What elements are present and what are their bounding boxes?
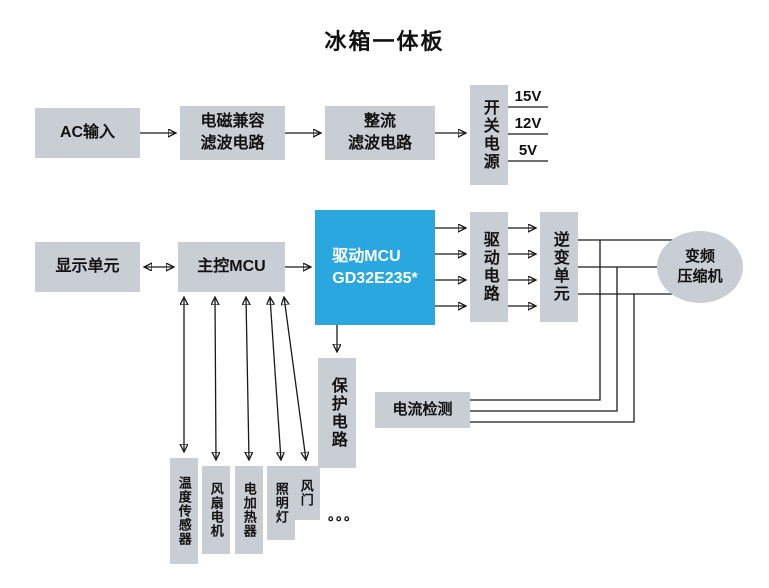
node-label: AC输入 <box>59 124 116 142</box>
node-label: 逆变单元 <box>550 231 568 303</box>
node-label-line2: 滤波电路 <box>200 135 265 152</box>
node-drive-circuit: 驱动电路 <box>470 212 508 322</box>
node-display-unit: 显示单元 <box>35 242 140 292</box>
node-heater: 电加热器 <box>235 466 263 554</box>
node-label-line1: 电磁兼容 <box>200 113 265 131</box>
node-switch-power: 开关电源 <box>470 85 508 185</box>
node-lamp: 照明灯 <box>267 466 295 540</box>
node-label: 驱动电路 <box>480 231 498 303</box>
node-damper: 风门 <box>292 466 320 520</box>
rail-15v-label: 15V <box>514 88 542 105</box>
node-label: 温度传感器 <box>176 476 192 546</box>
page-title: 冰箱一体板 <box>324 29 445 54</box>
node-label: 显示单元 <box>55 258 120 276</box>
rail-5v-label: 5V <box>518 142 538 159</box>
node-emc-filter: 电磁兼容 滤波电路 <box>180 106 285 160</box>
node-label-line2: GD32E235* <box>332 269 418 287</box>
node-drive-mcu: 驱动MCU GD32E235* <box>315 210 435 325</box>
node-label: 电流检测 <box>392 400 453 418</box>
node-main-mcu: 主控MCU <box>178 242 285 292</box>
node-fan-motor: 风扇电机 <box>202 466 230 554</box>
node-label: 开关电源 <box>480 99 498 171</box>
node-rectifier-filter: 整流 滤波电路 <box>325 106 435 160</box>
node-label-line1: 驱动MCU <box>332 247 401 265</box>
node-inverter-unit: 逆变单元 <box>540 212 578 322</box>
rail-12v-label: 12V <box>514 115 542 132</box>
node-protection-circuit: 保护电路 <box>318 358 356 468</box>
node-temp-sensor: 温度传感器 <box>170 458 198 564</box>
node-label-line2: 滤波电路 <box>347 135 412 152</box>
node-label-line2: 压缩机 <box>677 268 723 285</box>
arrow-mcu-fan-motor <box>215 297 216 460</box>
node-label-line1: 变频 <box>684 247 715 265</box>
node-label: 主控MCU <box>197 258 266 276</box>
node-label-line1: 整流 <box>363 113 396 131</box>
node-label: 风扇电机 <box>208 482 224 538</box>
ellipsis-label: 。。。 <box>328 507 359 523</box>
node-label: 保护电路 <box>328 377 346 449</box>
node-label: 风门 <box>298 479 314 507</box>
arrow-mcu-heater <box>246 297 249 460</box>
node-compressor: 变频 压缩机 <box>657 231 743 303</box>
node-ac-input: AC输入 <box>35 108 140 158</box>
node-label: 电加热器 <box>241 482 257 538</box>
mcu-peripheral-arrows <box>184 297 306 460</box>
arrow-mcu-lamp <box>270 297 281 460</box>
node-current-detect: 电流检测 <box>375 392 470 428</box>
node-label: 照明灯 <box>273 482 289 524</box>
arrow-mcu-damper <box>284 297 306 460</box>
